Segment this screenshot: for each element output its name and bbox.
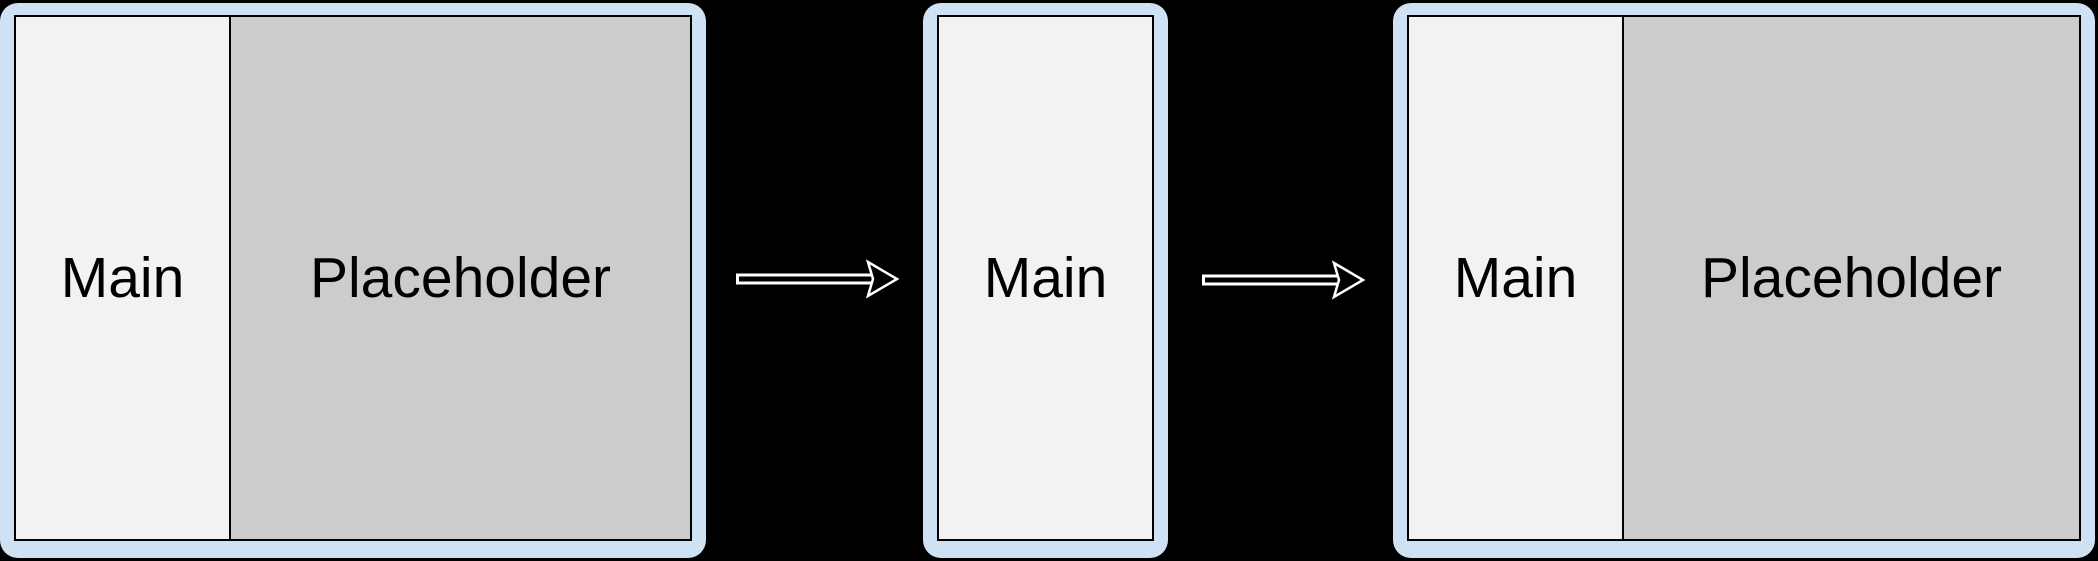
placeholder-pane: Placeholder — [229, 17, 690, 539]
placeholder-pane-label: Placeholder — [1700, 245, 2003, 310]
placeholder-pane: Placeholder — [1622, 17, 2079, 539]
panel-expanded-before-body: Main Placeholder — [14, 15, 692, 541]
main-pane-label: Main — [1453, 245, 1578, 310]
main-pane-label: Main — [983, 245, 1108, 310]
panel-expanded-after: Main Placeholder — [1393, 3, 2095, 558]
placeholder-pane-label: Placeholder — [309, 245, 612, 310]
panel-expanded-after-body: Main Placeholder — [1407, 15, 2081, 541]
right-arrow-icon — [736, 259, 900, 299]
main-pane-label: Main — [60, 245, 185, 310]
main-pane: Main — [939, 17, 1152, 539]
panel-compact: Main — [923, 3, 1168, 558]
panel-expanded-before: Main Placeholder — [0, 3, 706, 558]
panel-compact-body: Main — [937, 15, 1154, 541]
right-arrow-icon — [1202, 260, 1366, 300]
main-pane: Main — [16, 17, 229, 539]
main-pane: Main — [1409, 17, 1622, 539]
